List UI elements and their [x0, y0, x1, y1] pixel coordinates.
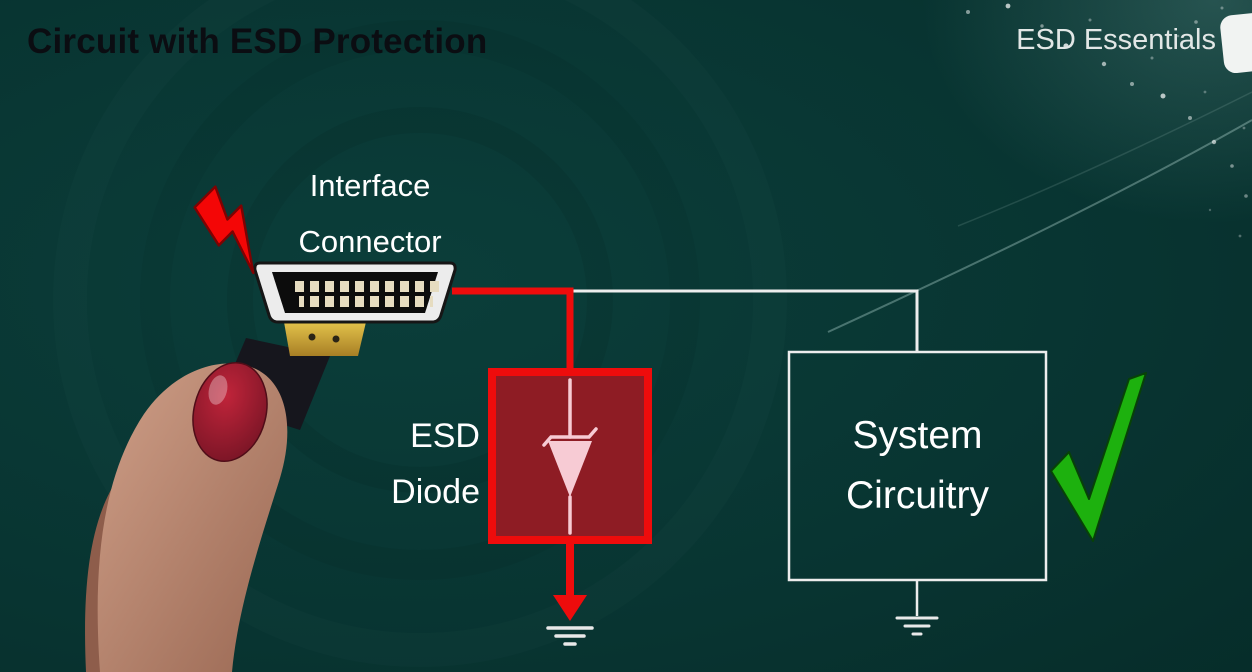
wire-red-signal [452, 287, 574, 374]
esd-diode-label: ESD Diode [391, 417, 480, 511]
thumbnail-nail [192, 361, 268, 463]
wire-to-system [573, 289, 919, 353]
background-sparkles [966, 3, 1248, 238]
brand-watermark: ESD Essentials [1016, 24, 1216, 56]
check-icon [1050, 372, 1147, 542]
discharge-arrow [553, 540, 587, 621]
ground-icon-system [895, 616, 939, 636]
zener-diode-symbol-icon [542, 378, 598, 535]
esd-strike-lightning-icon [193, 185, 255, 275]
slide-title: Circuit with ESD Protection [27, 22, 488, 61]
system-circuitry-label: System Circuitry [846, 414, 989, 517]
background-rings [140, 20, 700, 580]
hand-photo [85, 361, 288, 672]
interface-connector-graphic [253, 261, 457, 324]
background-curves [827, 91, 1252, 333]
system-circuitry-box [787, 350, 1048, 616]
brand-logo-icon [1219, 11, 1252, 75]
interface-connector-label: Interface Connector [298, 168, 442, 259]
ground-icon-diode [546, 626, 594, 646]
